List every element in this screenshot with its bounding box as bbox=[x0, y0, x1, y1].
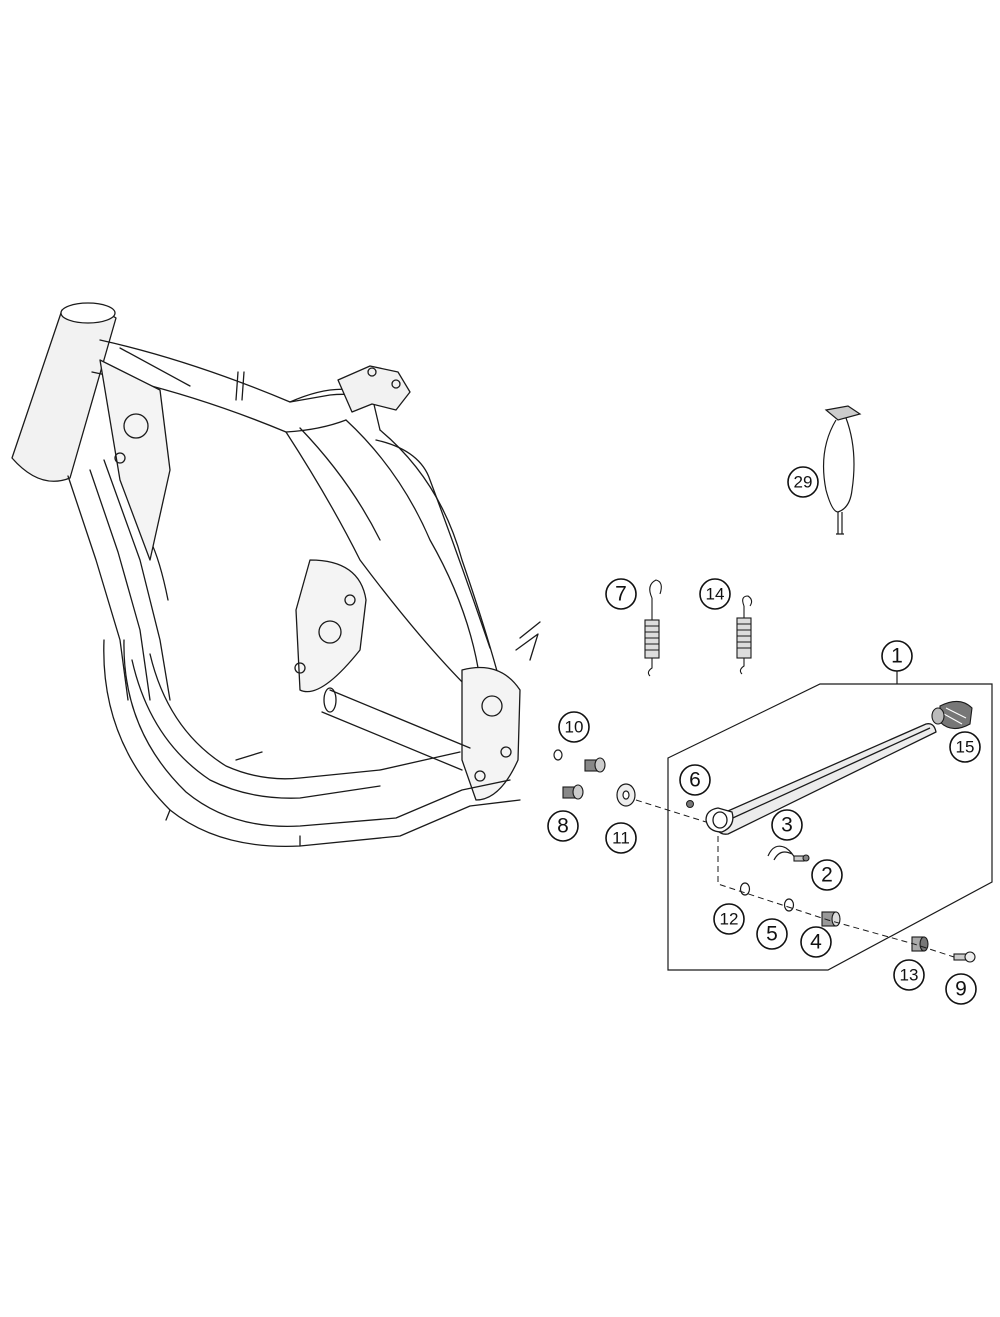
callout-number: 1 bbox=[891, 645, 903, 668]
callout-circle bbox=[699, 578, 731, 610]
callout-number: 14 bbox=[706, 584, 725, 603]
spring-part bbox=[736, 595, 753, 675]
callout-15: 15 bbox=[949, 731, 981, 763]
callout-number: 12 bbox=[720, 909, 739, 928]
o-ring-part bbox=[553, 749, 563, 761]
bushing-part bbox=[821, 911, 841, 927]
callout-circle bbox=[787, 466, 819, 498]
washer-part bbox=[616, 783, 636, 807]
cross-tube bbox=[321, 689, 471, 771]
callout-circle bbox=[605, 578, 637, 610]
o-ring-part bbox=[783, 898, 795, 912]
callout-6: 6 bbox=[679, 764, 711, 796]
callout-12: 12 bbox=[713, 903, 745, 935]
callout-number: 5 bbox=[766, 923, 778, 946]
callout-circle bbox=[771, 809, 803, 841]
callout-number: 8 bbox=[557, 815, 569, 838]
assembly-lines bbox=[635, 799, 955, 958]
right-plate bbox=[461, 666, 521, 801]
callout-13: 13 bbox=[893, 959, 925, 991]
callout-circle bbox=[949, 731, 981, 763]
callout-number: 3 bbox=[781, 814, 793, 837]
callout-circle bbox=[547, 810, 579, 842]
callout-circle bbox=[800, 926, 832, 958]
special-tool-part bbox=[822, 405, 862, 535]
callout-8: 8 bbox=[547, 810, 579, 842]
callout-number: 29 bbox=[794, 472, 813, 491]
callout-7: 7 bbox=[605, 578, 637, 610]
callout-circle bbox=[945, 973, 977, 1005]
shock-mount-bracket bbox=[337, 365, 411, 413]
callout-9: 9 bbox=[945, 973, 977, 1005]
center-plate bbox=[295, 559, 367, 693]
callout-number: 10 bbox=[565, 717, 584, 736]
callout-number: 6 bbox=[689, 769, 701, 792]
grease-nipple-part bbox=[686, 800, 694, 808]
callout-number: 15 bbox=[956, 737, 975, 756]
callout-number: 2 bbox=[821, 864, 833, 887]
steering-head-tube bbox=[11, 305, 117, 482]
callout-number: 9 bbox=[955, 978, 967, 1001]
stand-foot-part bbox=[931, 700, 973, 730]
callout-circle bbox=[811, 859, 843, 891]
callout-number: 11 bbox=[612, 828, 630, 847]
head-gusset bbox=[99, 359, 171, 561]
o-ring-part bbox=[739, 882, 751, 896]
callout-number: 4 bbox=[810, 931, 822, 954]
callout-number: 7 bbox=[615, 583, 627, 606]
callout-circle bbox=[679, 764, 711, 796]
callout-2: 2 bbox=[811, 859, 843, 891]
down-tube bbox=[67, 475, 129, 701]
callout-circle bbox=[756, 918, 788, 950]
motorcycle-frame-drawing bbox=[11, 302, 541, 848]
kickstand-assembly-box bbox=[667, 671, 993, 971]
side-stand-leg bbox=[705, 723, 937, 835]
spring-part bbox=[644, 579, 662, 677]
callout-1: 1 bbox=[881, 640, 913, 672]
callout-circle bbox=[893, 959, 925, 991]
bolt-part bbox=[562, 784, 584, 800]
rear-tube-upper bbox=[345, 419, 481, 681]
steering-head-top bbox=[60, 302, 116, 324]
bolt-part bbox=[584, 757, 606, 773]
assembly-outline bbox=[667, 683, 993, 971]
spring-hook-part bbox=[767, 845, 797, 861]
callout-5: 5 bbox=[756, 918, 788, 950]
callout-number: 13 bbox=[900, 965, 919, 984]
screw-part bbox=[793, 854, 810, 862]
callout-circle bbox=[881, 640, 913, 672]
bushing-part bbox=[911, 936, 929, 952]
callout-10: 10 bbox=[558, 711, 590, 743]
callout-circle bbox=[713, 903, 745, 935]
callout-4: 4 bbox=[800, 926, 832, 958]
callout-11: 11 bbox=[605, 822, 637, 854]
callout-3: 3 bbox=[771, 809, 803, 841]
callout-circle bbox=[558, 711, 590, 743]
callout-29: 29 bbox=[787, 466, 819, 498]
callout-14: 14 bbox=[699, 578, 731, 610]
callout-circle bbox=[605, 822, 637, 854]
pivot-screw-part bbox=[953, 951, 976, 963]
